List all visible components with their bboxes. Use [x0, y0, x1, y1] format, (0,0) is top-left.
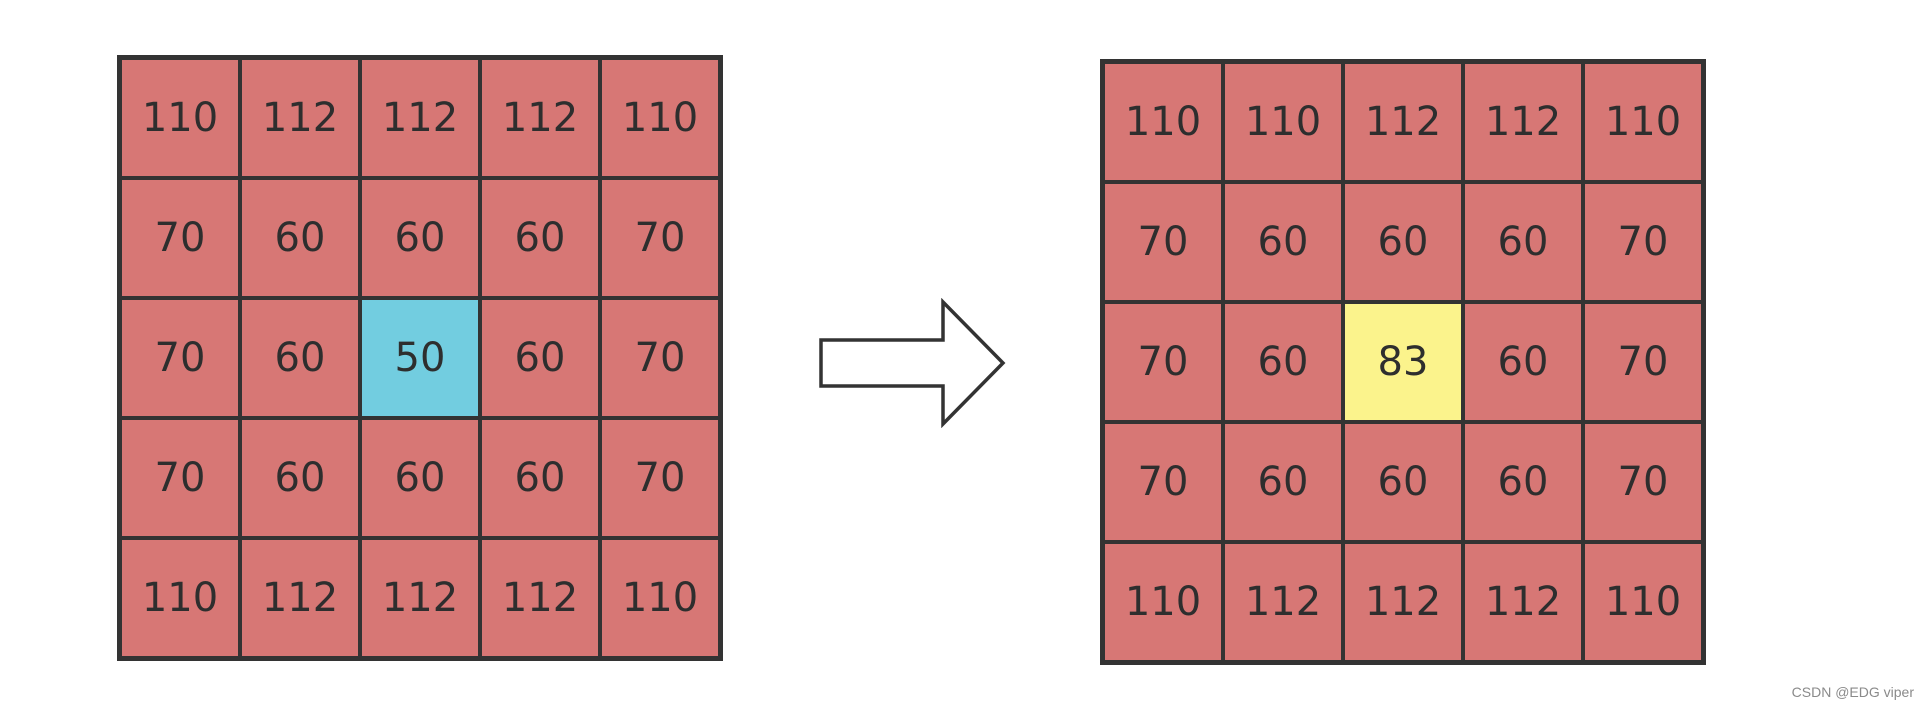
after-cell: 60: [1343, 182, 1463, 302]
before-cell: 60: [480, 298, 600, 418]
before-center-cell: 50: [360, 298, 480, 418]
before-cell: 112: [480, 538, 600, 658]
after-center-cell: 83: [1343, 302, 1463, 422]
before-cell: 60: [480, 178, 600, 298]
before-cell: 110: [120, 58, 240, 178]
before-cell: 112: [360, 538, 480, 658]
after-cell: 70: [1583, 182, 1703, 302]
after-cell: 70: [1103, 422, 1223, 542]
after-cell: 60: [1223, 182, 1343, 302]
before-cell: 70: [600, 298, 720, 418]
before-cell: 110: [120, 538, 240, 658]
after-cell: 60: [1223, 302, 1343, 422]
after-cell: 112: [1223, 542, 1343, 662]
after-cell: 60: [1223, 422, 1343, 542]
before-cell: 110: [600, 538, 720, 658]
after-cell: 60: [1463, 302, 1583, 422]
before-cell: 60: [240, 178, 360, 298]
after-cell: 112: [1463, 62, 1583, 182]
before-cell: 60: [360, 418, 480, 538]
before-cell: 112: [480, 58, 600, 178]
after-cell: 110: [1223, 62, 1343, 182]
before-cell: 60: [480, 418, 600, 538]
after-cell: 110: [1583, 542, 1703, 662]
before-cell: 112: [240, 538, 360, 658]
after-cell: 110: [1583, 62, 1703, 182]
before-cell: 70: [120, 298, 240, 418]
before-cell: 70: [600, 178, 720, 298]
after-cell: 112: [1463, 542, 1583, 662]
before-cell: 112: [360, 58, 480, 178]
watermark: CSDN @EDG viper: [1791, 684, 1914, 700]
after-cell: 70: [1583, 302, 1703, 422]
after-cell: 60: [1463, 422, 1583, 542]
after-cell: 70: [1103, 182, 1223, 302]
before-cell: 60: [360, 178, 480, 298]
after-cell: 112: [1343, 542, 1463, 662]
before-cell: 70: [600, 418, 720, 538]
transform-arrow: [818, 297, 1008, 429]
after-cell: 60: [1463, 182, 1583, 302]
before-cell: 60: [240, 298, 360, 418]
before-cell: 60: [240, 418, 360, 538]
after-cell: 70: [1103, 302, 1223, 422]
after-cell: 110: [1103, 62, 1223, 182]
after-cell: 112: [1343, 62, 1463, 182]
before-cell: 70: [120, 418, 240, 538]
after-cell: 110: [1103, 542, 1223, 662]
before-cell: 70: [120, 178, 240, 298]
after-cell: 70: [1583, 422, 1703, 542]
after-cell: 60: [1343, 422, 1463, 542]
before-cell: 112: [240, 58, 360, 178]
before-cell: 110: [600, 58, 720, 178]
right-arrow-icon: [819, 297, 1006, 429]
